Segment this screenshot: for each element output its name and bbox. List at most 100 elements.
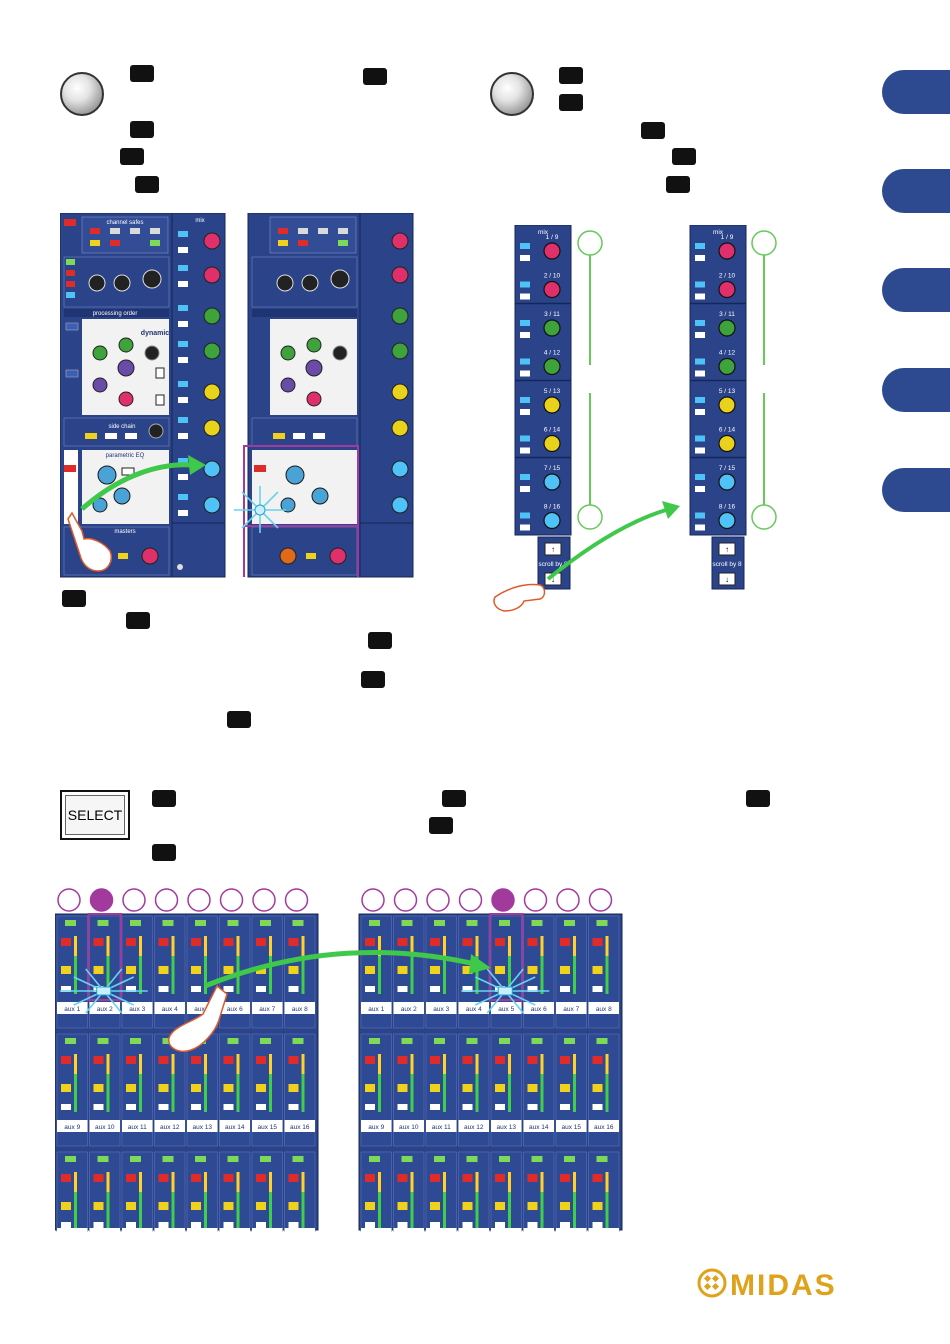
solo-button[interactable] (462, 966, 473, 974)
on-button[interactable] (520, 474, 530, 480)
solo-button[interactable] (592, 1084, 603, 1092)
mute-button[interactable] (462, 1174, 473, 1182)
bus-top-button[interactable] (499, 1038, 510, 1044)
pre-button[interactable] (520, 524, 530, 531)
solo-button[interactable] (592, 1202, 603, 1210)
select-button[interactable] (462, 1104, 473, 1110)
pre-button[interactable] (520, 293, 530, 300)
mute-button[interactable] (560, 938, 570, 946)
solo-button[interactable] (397, 1202, 408, 1210)
mix-level-knob[interactable] (543, 511, 561, 530)
bus-top-button[interactable] (162, 1038, 174, 1044)
solo-button[interactable] (223, 1202, 234, 1210)
mute-button[interactable] (223, 1174, 234, 1182)
mute-button[interactable] (430, 938, 440, 946)
mute-button[interactable] (256, 938, 266, 946)
mute-button[interactable] (592, 1056, 603, 1064)
on-button[interactable] (695, 474, 705, 480)
bus-top-button[interactable] (596, 1156, 608, 1162)
pre-button[interactable] (695, 293, 705, 300)
select-button[interactable] (256, 986, 266, 992)
bus-top-button[interactable] (466, 1156, 478, 1162)
bus-top-button[interactable] (369, 1156, 380, 1162)
bus-top-button[interactable] (97, 1156, 109, 1162)
bus-top-button[interactable] (401, 920, 413, 926)
solo-button[interactable] (191, 1202, 201, 1210)
solo-button[interactable] (158, 966, 169, 974)
bus-top-button[interactable] (564, 920, 575, 926)
solo-button[interactable] (495, 1084, 505, 1092)
solo-button[interactable] (365, 966, 375, 974)
select-button[interactable] (495, 1222, 505, 1228)
bus-top-button[interactable] (162, 1156, 174, 1162)
bus-top-button[interactable] (65, 1156, 76, 1162)
bus-top-button[interactable] (130, 1038, 141, 1044)
select-button[interactable] (592, 1104, 603, 1110)
select-button[interactable] (592, 986, 603, 992)
on-button[interactable] (520, 435, 530, 442)
select-button[interactable] (158, 1104, 169, 1110)
mute-button[interactable] (495, 1174, 505, 1182)
solo-button[interactable] (592, 966, 603, 974)
mute-button[interactable] (430, 1174, 440, 1182)
chapter-tab[interactable] (882, 468, 950, 512)
mute-button[interactable] (191, 1056, 201, 1064)
mute-button[interactable] (592, 1174, 603, 1182)
mute-button[interactable] (397, 1056, 408, 1064)
mute-button[interactable] (93, 1056, 104, 1064)
mute-button[interactable] (495, 938, 505, 946)
bus-top-button[interactable] (227, 1038, 239, 1044)
mute-button[interactable] (288, 1174, 299, 1182)
mute-button[interactable] (527, 1174, 538, 1182)
bus-top-button[interactable] (292, 1038, 304, 1044)
mute-button[interactable] (61, 938, 71, 946)
pre-button[interactable] (695, 447, 705, 454)
mute-button[interactable] (397, 1174, 408, 1182)
bus-top-button[interactable] (369, 920, 380, 926)
mute-button[interactable] (223, 1056, 234, 1064)
solo-button[interactable] (560, 966, 570, 974)
select-button[interactable] (191, 1222, 201, 1228)
select-button[interactable] (223, 1222, 234, 1228)
mix-level-knob[interactable] (718, 396, 736, 414)
mix-level-knob[interactable] (543, 357, 561, 376)
select-button[interactable] (126, 1104, 136, 1110)
mute-button[interactable] (93, 1174, 104, 1182)
bus-top-button[interactable] (130, 920, 141, 926)
mix-level-knob[interactable] (543, 280, 561, 299)
pre-button[interactable] (520, 370, 530, 377)
pre-button[interactable] (520, 486, 530, 492)
solo-button[interactable] (430, 1084, 440, 1092)
bus-top-button[interactable] (531, 1038, 543, 1044)
mute-button[interactable] (126, 1174, 136, 1182)
solo-button[interactable] (397, 966, 408, 974)
solo-button[interactable] (288, 1202, 299, 1210)
bus-top-button[interactable] (260, 920, 271, 926)
solo-button[interactable] (397, 1084, 408, 1092)
select-button[interactable] (256, 1104, 266, 1110)
solo-button[interactable] (158, 1202, 169, 1210)
mute-button[interactable] (256, 1174, 266, 1182)
bus-top-button[interactable] (369, 1038, 380, 1044)
solo-button[interactable] (495, 966, 505, 974)
select-button[interactable] (158, 986, 169, 992)
solo-button[interactable] (61, 1202, 71, 1210)
pre-button[interactable] (695, 255, 705, 261)
bus-top-button[interactable] (499, 1156, 510, 1162)
select-button[interactable] (158, 1222, 169, 1228)
bus-top-button[interactable] (195, 920, 206, 926)
solo-button[interactable] (126, 1084, 136, 1092)
solo-button[interactable] (223, 1084, 234, 1092)
solo-button[interactable] (495, 1202, 505, 1210)
select-button[interactable] (223, 986, 234, 992)
solo-button[interactable] (191, 966, 201, 974)
pre-button[interactable] (520, 255, 530, 261)
bus-top-button[interactable] (65, 1038, 76, 1044)
mute-button[interactable] (126, 938, 136, 946)
select-button[interactable] (560, 1222, 570, 1228)
select-button[interactable] (527, 1104, 538, 1110)
pre-button[interactable] (695, 370, 705, 377)
select-button[interactable] (61, 1104, 71, 1110)
mute-button[interactable] (365, 938, 375, 946)
select-button[interactable] (430, 986, 440, 992)
